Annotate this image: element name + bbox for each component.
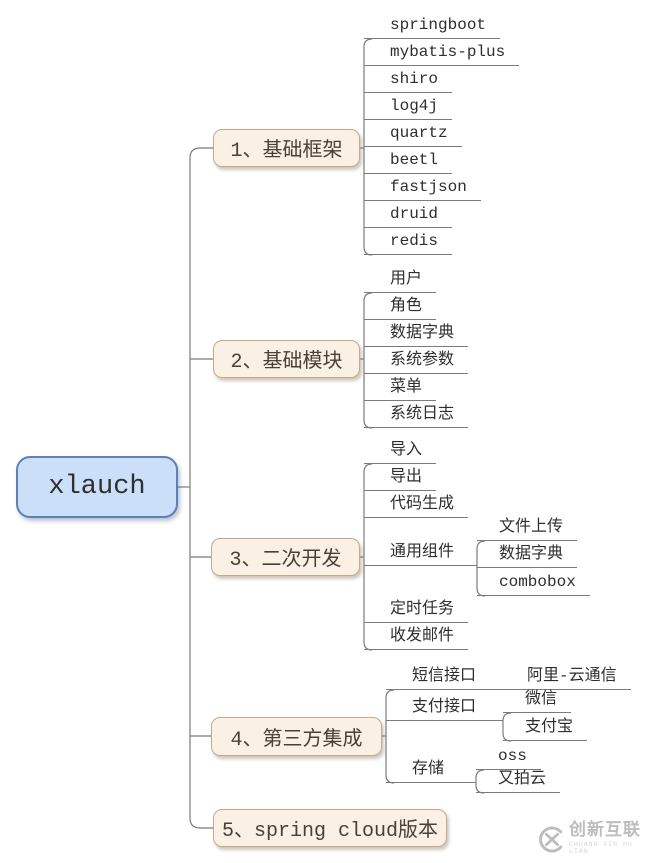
- leaf-users[interactable]: 用户: [364, 267, 437, 293]
- leaf-shiro[interactable]: shiro: [364, 67, 453, 93]
- leaf-redis[interactable]: redis: [364, 229, 453, 255]
- leaf-common-components[interactable]: 通用组件: [364, 540, 477, 566]
- leaf-oss[interactable]: oss: [476, 744, 541, 770]
- leaf-springboot[interactable]: springboot: [364, 13, 501, 39]
- leaf-fastjson[interactable]: fastjson: [364, 175, 481, 201]
- leaf-beetl[interactable]: beetl: [364, 148, 453, 174]
- leaf-data-dictionary-component[interactable]: 数据字典: [477, 542, 578, 568]
- leaf-quartz[interactable]: quartz: [364, 121, 462, 147]
- leaf-code-generation[interactable]: 代码生成: [364, 492, 469, 518]
- branch-topic-third-party-integration[interactable]: 4、第三方集成: [211, 717, 382, 756]
- leaf-payment-api[interactable]: 支付接口: [386, 695, 503, 721]
- leaf-roles[interactable]: 角色: [364, 294, 437, 320]
- watermark: 创新互联 CHUANG XIN HU LIAN: [538, 823, 646, 855]
- leaf-system-params[interactable]: 系统参数: [364, 348, 469, 374]
- leaf-export[interactable]: 导出: [364, 465, 437, 491]
- branch-topic-basic-framework[interactable]: 1、基础框架: [213, 129, 360, 167]
- leaf-log4j[interactable]: log4j: [364, 94, 453, 120]
- branch-topic-secondary-development[interactable]: 3、二次开发: [211, 538, 360, 576]
- leaf-storage[interactable]: 存储: [386, 757, 476, 783]
- leaf-mybatis-plus[interactable]: mybatis-plus: [364, 40, 520, 66]
- leaf-system-log[interactable]: 系统日志: [364, 402, 469, 428]
- leaf-combobox[interactable]: combobox: [477, 570, 590, 596]
- branch-topic-spring-cloud-version[interactable]: 5、spring cloud版本: [213, 809, 447, 847]
- leaf-sms-api[interactable]: 短信接口: [386, 664, 505, 690]
- leaf-ali-cloud-communication[interactable]: 阿里-云通信: [505, 664, 631, 690]
- watermark-logo-icon: [539, 826, 563, 852]
- leaf-send-receive-email[interactable]: 收发邮件: [364, 624, 469, 650]
- leaf-wechat[interactable]: 微信: [503, 687, 572, 713]
- branch-topic-basic-modules[interactable]: 2、基础模块: [213, 340, 360, 378]
- leaf-druid[interactable]: druid: [364, 202, 453, 228]
- leaf-alipay[interactable]: 支付宝: [503, 715, 588, 741]
- watermark-tagline-text: CHUANG XIN HU LIAN: [569, 841, 633, 855]
- leaf-file-upload[interactable]: 文件上传: [477, 515, 578, 541]
- leaf-menu[interactable]: 菜单: [364, 375, 437, 401]
- leaf-scheduled-tasks[interactable]: 定时任务: [364, 597, 469, 623]
- leaf-data-dictionary[interactable]: 数据字典: [364, 321, 469, 347]
- leaf-upyun[interactable]: 又拍云: [476, 767, 561, 793]
- root-topic-xlauch[interactable]: xlauch: [16, 456, 178, 518]
- leaf-import[interactable]: 导入: [364, 438, 437, 464]
- watermark-brand-text: 创新互联: [569, 822, 642, 841]
